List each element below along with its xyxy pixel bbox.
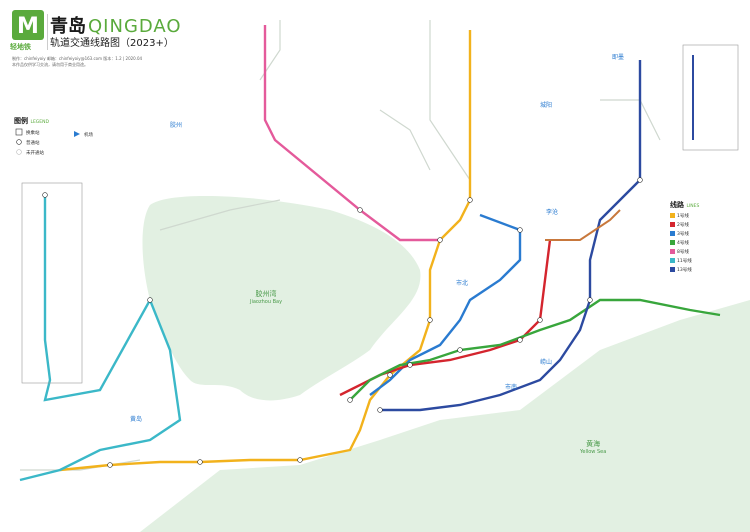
station-marker (147, 297, 153, 303)
district-label: 城阳 (540, 102, 553, 109)
station-marker (457, 347, 463, 353)
info-block: 制作：chinfeiyoiy 邮箱：chinfeiyoiy@163.com 版本… (12, 56, 142, 68)
station-marker (107, 462, 113, 468)
inset-box (682, 44, 739, 151)
line-row[interactable]: 3号线 (670, 229, 740, 238)
page-subtitle: 轨道交通线路图（2023+） (50, 38, 174, 49)
line-row[interactable]: 8号线 (670, 247, 740, 256)
station-marker (517, 227, 523, 233)
yellow-sea-area (140, 300, 750, 532)
district-label: 黄岛 (130, 416, 143, 423)
svg-text:未开通站: 未开通站 (26, 149, 44, 156)
station-marker (587, 297, 593, 303)
line-11-path (19, 195, 182, 482)
station-marker (357, 207, 363, 213)
line-swatch (670, 213, 675, 218)
station-marker (377, 407, 383, 413)
svg-text:普通站: 普通站 (26, 139, 40, 146)
info-line-2: 本作品仅供学习交流，请勿用于商业用途。 (12, 62, 88, 67)
line-swatch (670, 249, 675, 254)
stations (42, 177, 643, 468)
left-inset-box (21, 182, 83, 384)
title-en: QINGDAO (88, 16, 182, 37)
legend-panel: 换乘站 普通站 未开通站 机场 (15, 128, 93, 156)
line-swatch (670, 231, 675, 236)
line-row[interactable]: 13号线 (670, 265, 740, 274)
logo-text: 轻地铁 (10, 43, 31, 51)
station-marker (537, 317, 543, 323)
svg-text:M: M (17, 14, 39, 39)
district-label: 市南 (505, 384, 518, 391)
station-marker (407, 362, 413, 368)
line-row[interactable]: 1号线 (670, 211, 740, 220)
line-7-path (545, 209, 621, 241)
station-marker (297, 457, 303, 463)
line-3-path (369, 213, 522, 396)
district-label: 即墨 (612, 54, 625, 61)
line-row[interactable]: 2号线 (670, 220, 740, 229)
station-marker (42, 192, 48, 198)
line-2-path (339, 239, 552, 397)
metro-logo-icon: M (12, 10, 44, 40)
header-divider (47, 14, 48, 50)
district-label: 市北 (456, 280, 469, 287)
lines-list: 1号线 2号线 3号线 4号线 8号线 11号线 13号线 (670, 211, 740, 291)
district-label: 李沧 (546, 209, 559, 216)
line-swatch (670, 240, 675, 245)
station-marker (197, 459, 203, 465)
info-line-1: 制作：chinfeiyoiy 邮箱：chinfeiyoiy@163.com 版本… (12, 56, 143, 61)
svg-text:换乘站: 换乘站 (26, 129, 40, 136)
line-1-path (59, 30, 472, 472)
line-swatch (670, 267, 675, 272)
station-marker (387, 372, 393, 378)
jiaozhou-bay-area (142, 195, 421, 401)
title-cn: 青岛 (50, 16, 86, 37)
svg-text:机场: 机场 (84, 131, 93, 138)
station-marker (517, 337, 523, 343)
station-marker (467, 197, 473, 203)
station-marker (637, 177, 643, 183)
line-13-path (380, 60, 642, 412)
line-swatch (670, 222, 675, 227)
station-marker (347, 397, 353, 403)
district-label: 胶州 (170, 122, 183, 129)
legend-title: 图例 LEGEND (14, 117, 49, 125)
district-label: 崂山 (540, 359, 553, 366)
line-swatch (670, 258, 675, 263)
line-8-path (263, 25, 440, 242)
line-row[interactable]: 11号线 (670, 256, 740, 265)
line-row[interactable]: 4号线 (670, 238, 740, 247)
station-marker (437, 237, 443, 243)
station-marker (427, 317, 433, 323)
lines-title: 线路 LINES (670, 201, 700, 209)
